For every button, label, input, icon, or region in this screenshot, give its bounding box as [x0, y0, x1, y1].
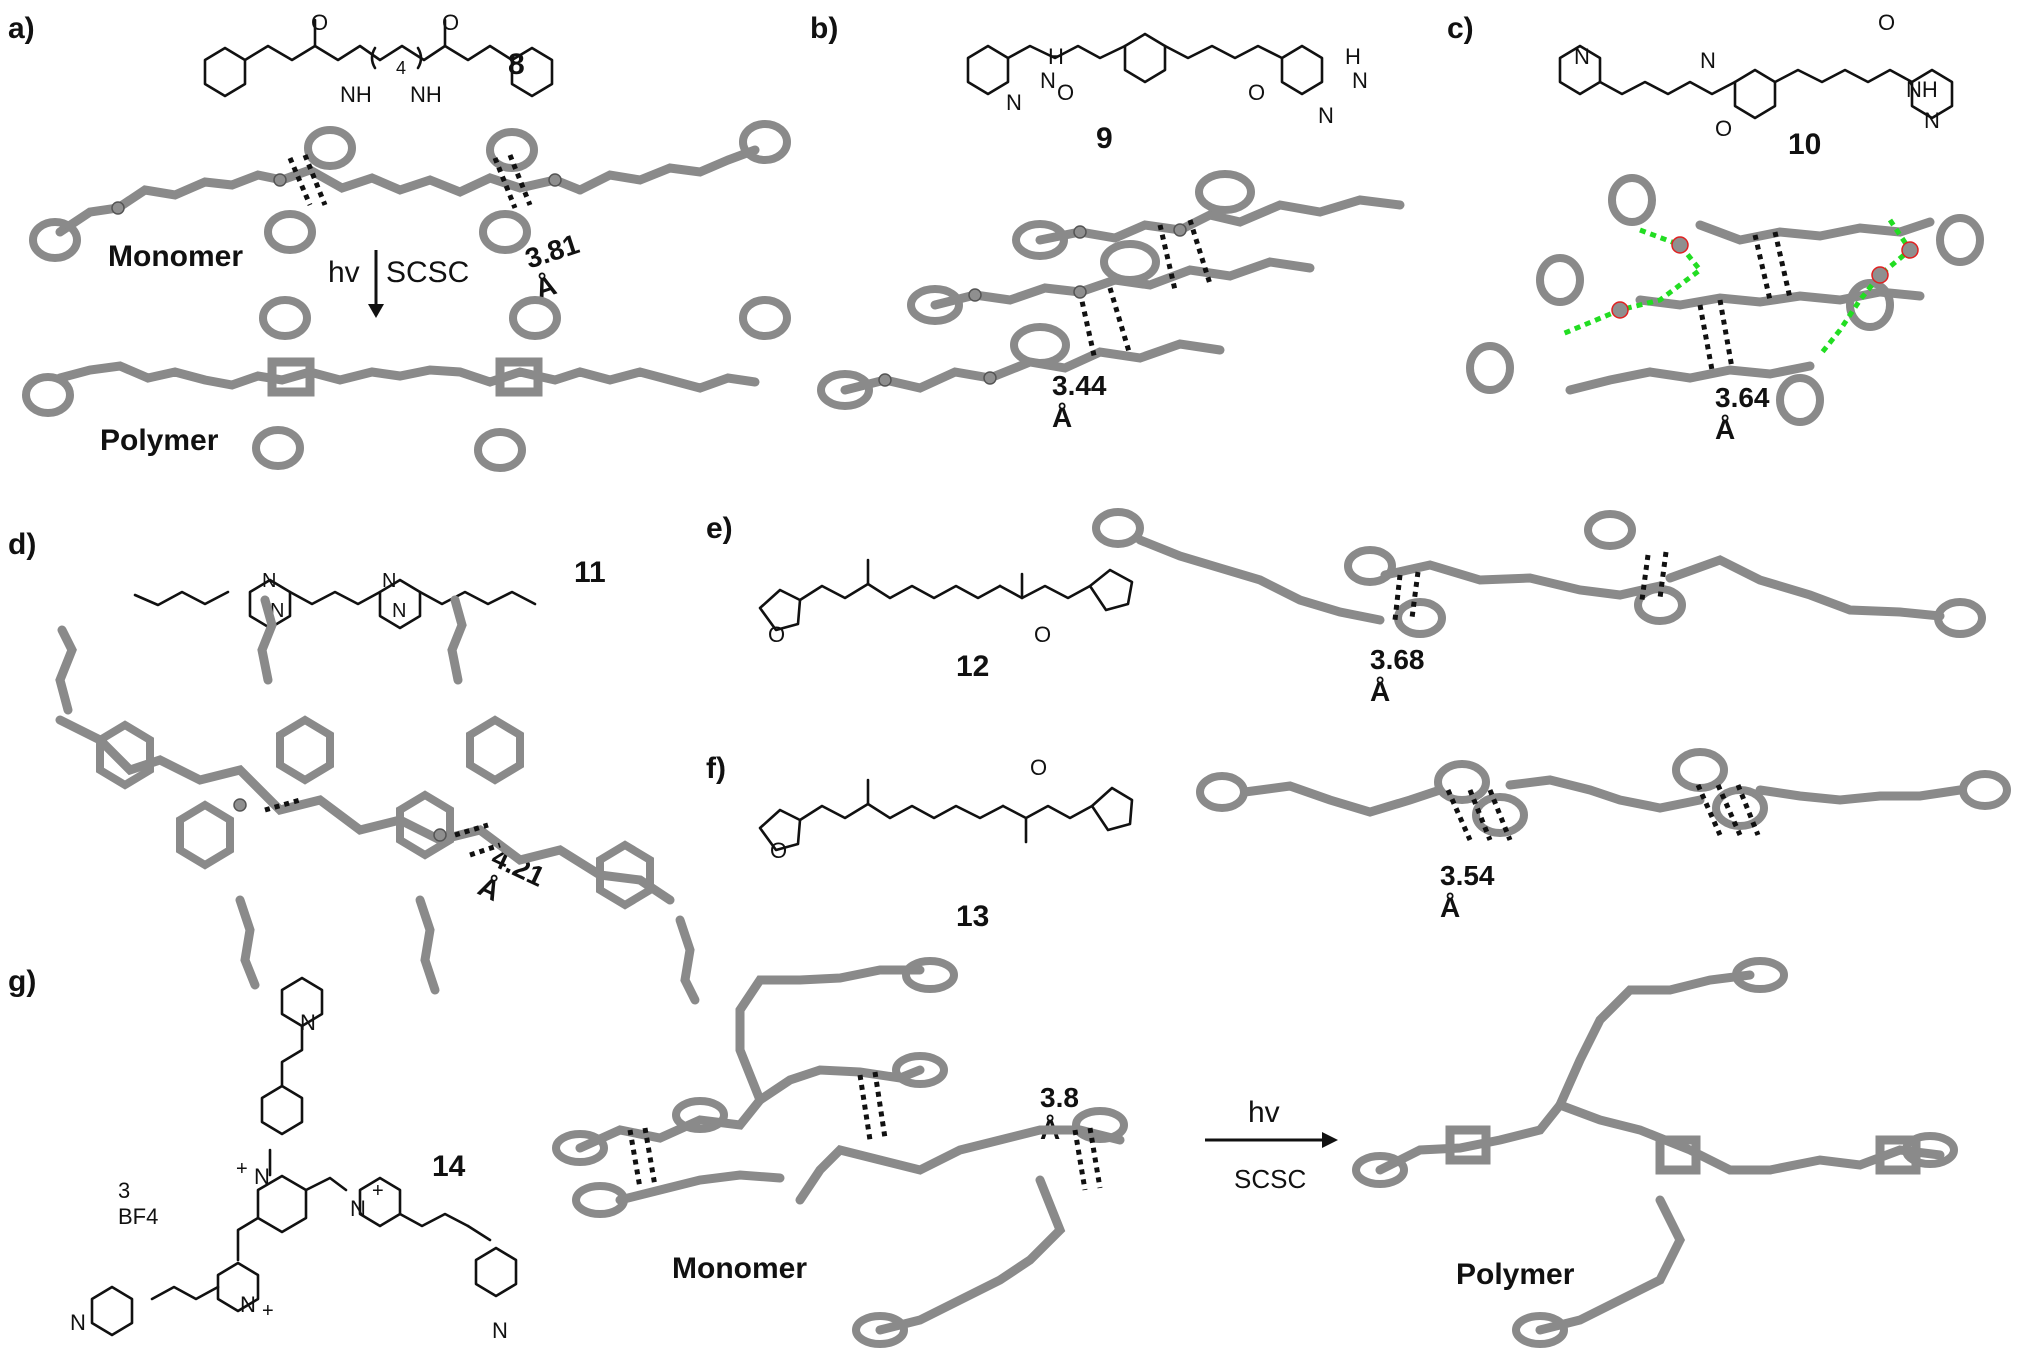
compound-10-number: 10: [1788, 128, 1822, 161]
panel-g-polymer-caption: Polymer: [1456, 1258, 1575, 1291]
panel-a-label: a): [8, 12, 35, 45]
compound-9-skeletal: [966, 32, 1324, 96]
compound-14-skeletal: [90, 976, 518, 1337]
panel-b-stack: [817, 170, 1405, 410]
compound-10-skeletal: [1558, 44, 1954, 120]
panel-f-stack: [1196, 748, 2011, 842]
panel-g-hv-label: hv: [1248, 1096, 1280, 1129]
panel-d-stack: [55, 595, 700, 1005]
compound-10-n-left: N: [1700, 48, 1716, 73]
compound-9-o-left: O: [1057, 80, 1075, 105]
compound-10-o-left: O: [1715, 116, 1733, 141]
panel-d-label: d): [8, 528, 37, 561]
compound-9-n-left: N: [1040, 68, 1056, 93]
compound-14-pyridine-n-left: N: [70, 1310, 86, 1335]
compound-9-h-right: H: [1345, 44, 1361, 69]
compound-10-o-right: O: [1878, 10, 1896, 35]
panel-a-hv-label: hv: [328, 256, 360, 289]
compound-14-pyridine-n-right: N: [492, 1318, 508, 1343]
compound-11-n3: N: [382, 570, 397, 592]
compound-12-number: 12: [956, 650, 990, 683]
panel-f-distance: 3.54 Å: [1440, 860, 1495, 923]
panel-c-distance: 3.64 Å: [1715, 382, 1770, 445]
panel-e-stack: [1092, 508, 1986, 638]
compound-14-plus-top: +: [236, 1158, 248, 1180]
compound-13-skeletal: [758, 778, 1134, 852]
compound-9-n-right: N: [1352, 68, 1368, 93]
compound-14-pyridinium-n-top: N: [254, 1164, 270, 1189]
compound-12-furan-o-right: O: [1034, 622, 1052, 647]
compound-8-skeletal: [203, 18, 554, 98]
panel-e-distance: 3.68 Å: [1370, 644, 1425, 707]
panel-g-monomer: [552, 957, 1128, 1348]
compound-11-n4: N: [392, 600, 407, 622]
compound-14-plus-right: +: [372, 1180, 384, 1202]
compound-8-nh-left: NH: [340, 82, 372, 107]
compound-12-skeletal: [758, 558, 1134, 632]
compound-14-plus-left: +: [262, 1300, 274, 1322]
panel-g-monomer-caption: Monomer: [672, 1252, 807, 1285]
compound-8-nh-right: NH: [410, 82, 442, 107]
panel-a-monomer-chain: [29, 120, 791, 262]
compound-8-chain-subscript: 4: [396, 58, 407, 78]
panel-g-polymer: [1352, 957, 1958, 1348]
panel-g-label: g): [8, 965, 37, 998]
compound-9-pyridine-n-left: N: [1006, 90, 1022, 115]
compound-14-counterion: 3 BF4: [118, 1178, 159, 1229]
panel-c-stack: [1466, 174, 1984, 426]
compound-9-number: 9: [1096, 122, 1113, 155]
panel-b-label: b): [810, 12, 839, 45]
panel-a-polymer-chain: [22, 296, 791, 472]
compound-9-pyridine-n-right: N: [1318, 103, 1334, 128]
compound-11-number: 11: [574, 556, 606, 589]
panel-g-scsc-label: SCSC: [1234, 1164, 1307, 1194]
panel-a-polymer-caption: Polymer: [100, 424, 219, 457]
panel-a-monomer-caption: Monomer: [108, 240, 243, 273]
compound-13-furan-o-right: O: [1030, 755, 1048, 780]
panel-f-label: f): [706, 752, 726, 785]
compound-9-o-right: O: [1248, 80, 1266, 105]
compound-13-number: 13: [956, 900, 990, 933]
compound-14-number: 14: [432, 1150, 466, 1183]
panel-e-label: e): [706, 512, 733, 545]
compound-11-skeletal: [133, 578, 537, 630]
panel-b-distance: 3.44 Å: [1052, 370, 1107, 433]
panel-c-label: c): [1447, 12, 1474, 45]
panel-a-scsc-label: SCSC: [386, 256, 470, 289]
